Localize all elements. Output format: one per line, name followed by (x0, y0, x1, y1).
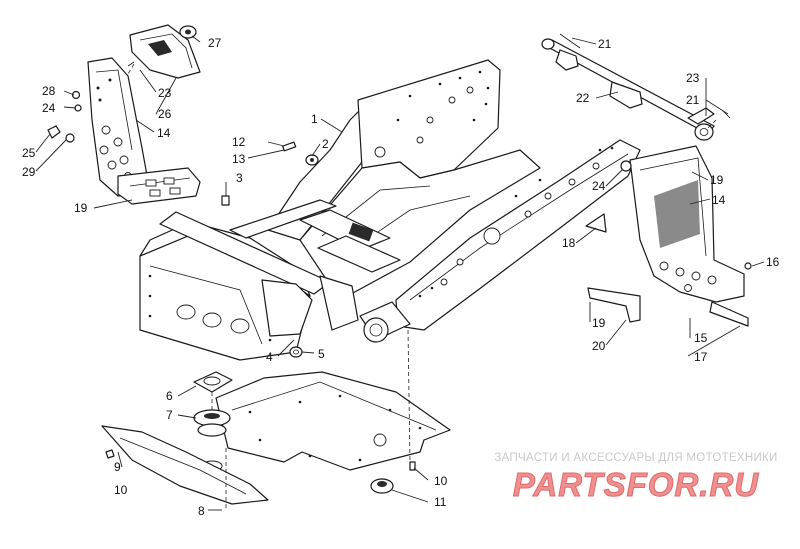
main-frame (139, 59, 641, 361)
callout-27: 27 (208, 36, 222, 50)
callout-4: 4 (266, 350, 273, 364)
callout-13: 13 (232, 152, 246, 166)
callout-25: 25 (22, 146, 36, 160)
callout-17: 17 (694, 350, 708, 364)
callout-14-left: 14 (157, 126, 171, 140)
leader-lines (35, 35, 765, 511)
callout-23-right: 23 (686, 71, 700, 85)
callout-19-right-top: 19 (710, 173, 724, 187)
callout-24-left: 24 (42, 101, 56, 115)
belly-pan (101, 371, 451, 505)
callout-3: 3 (236, 171, 243, 185)
callout-7: 7 (166, 408, 173, 422)
callout-19-right-bottom: 19 (592, 316, 606, 330)
callout-20: 20 (592, 339, 606, 353)
callout-16: 16 (766, 255, 780, 269)
callout-21-top: 21 (598, 37, 612, 51)
callout-26: 26 (158, 107, 172, 121)
callout-5: 5 (318, 347, 325, 361)
right-footrest-assembly (585, 145, 752, 327)
alignment-lines (127, 63, 717, 510)
callout-14-right: 14 (712, 193, 726, 207)
callout-18: 18 (562, 236, 576, 250)
watermark-logo: PARTSFOR.RU (512, 466, 760, 504)
callout-1: 1 (311, 112, 318, 126)
left-footrest-assembly (47, 24, 201, 205)
callout-11: 11 (434, 495, 447, 509)
callout-10-left: 10 (114, 483, 128, 497)
callout-15: 15 (694, 331, 708, 345)
frame-hardware (221, 141, 319, 358)
watermark-tagline: ЗАПЧАСТИ И АКСЕССУАРЫ ДЛЯ МОТОТЕХНИКИ (494, 452, 778, 464)
callout-19-left: 19 (74, 201, 88, 215)
callout-8: 8 (198, 504, 205, 518)
callout-24-right: 24 (592, 179, 606, 193)
callout-6: 6 (166, 389, 173, 403)
callout-29: 29 (22, 165, 36, 179)
callout-22: 22 (576, 91, 590, 105)
callout-9: 9 (114, 460, 121, 474)
callout-21-right: 21 (686, 93, 700, 107)
callout-23-left: 23 (158, 86, 172, 100)
watermark: ЗАПЧАСТИ И АКСЕССУАРЫ ДЛЯ МОТОТЕХНИКИ PA… (486, 452, 786, 504)
steering-shaft (541, 33, 731, 141)
callout-28: 28 (42, 84, 56, 98)
callout-10-right: 10 (434, 474, 448, 488)
callout-labels: 27 21 28 23 24 26 1 22 23 21 14 12 2 25 … (22, 36, 780, 518)
callout-2: 2 (322, 137, 329, 151)
callout-12: 12 (232, 135, 246, 149)
